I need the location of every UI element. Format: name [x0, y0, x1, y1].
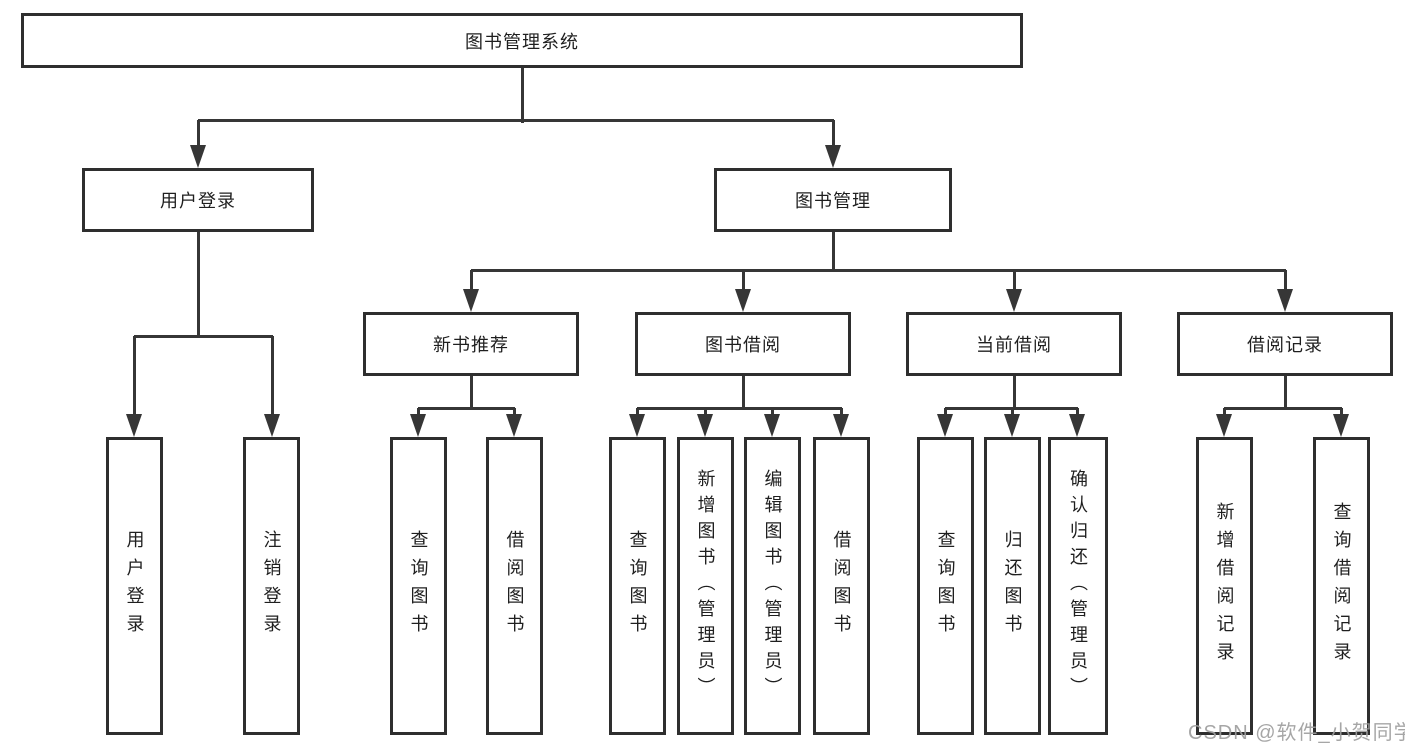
connector-line [945, 406, 1078, 410]
node-current-borrowing: 当前借阅 [906, 312, 1122, 376]
node-library-management-system: 图书管理系统 [21, 13, 1023, 68]
connector-line [198, 118, 834, 122]
leaf-label: 查询借阅记录 [1331, 502, 1352, 670]
arrow-down-icon [190, 145, 206, 168]
arrow-down-icon [735, 289, 751, 312]
leaf-query-book-current: 查询图书 [917, 437, 974, 735]
connector-line [637, 406, 842, 410]
leaf-label: 借阅图书 [504, 530, 525, 642]
arrow-down-icon [1277, 289, 1293, 312]
leaf-query-book-borrowing: 查询图书 [609, 437, 666, 735]
arrow-down-icon [1004, 414, 1020, 437]
node-book-borrowing: 图书借阅 [635, 312, 851, 376]
leaf-return-book: 归还图书 [984, 437, 1041, 735]
node-label: 用户登录 [160, 191, 236, 211]
connector-line [471, 268, 1286, 272]
leaf-label: 用户登录 [124, 530, 145, 642]
connector-line [1224, 406, 1342, 410]
connector-line [134, 334, 273, 338]
arrow-down-icon [937, 414, 953, 437]
leaf-logout: 注销登录 [243, 437, 300, 735]
arrow-down-icon [463, 289, 479, 312]
connector-line [1012, 376, 1016, 408]
arrow-down-icon [264, 414, 280, 437]
node-label: 新书推荐 [433, 335, 509, 355]
connector-line [741, 270, 745, 296]
node-label: 图书借阅 [705, 335, 781, 355]
connector-line [196, 232, 200, 336]
leaf-label: 查询图书 [627, 530, 648, 642]
arrow-down-icon [825, 145, 841, 168]
connector-line [741, 376, 745, 408]
node-label: 当前借阅 [976, 335, 1052, 355]
connector-line [270, 336, 274, 421]
node-label: 图书管理系统 [465, 31, 579, 52]
leaf-edit-book-admin: 编辑图书（管理员） [744, 437, 801, 735]
node-label: 图书管理 [795, 191, 871, 211]
arrow-down-icon [410, 414, 426, 437]
leaf-label: 查询图书 [408, 530, 429, 642]
leaf-add-borrow-record: 新增借阅记录 [1196, 437, 1253, 735]
arrow-down-icon [697, 414, 713, 437]
node-label: 借阅记录 [1247, 335, 1323, 355]
leaf-query-book-recommend: 查询图书 [390, 437, 447, 735]
leaf-label: 新增借阅记录 [1214, 502, 1235, 670]
arrow-down-icon [833, 414, 849, 437]
leaf-query-borrow-record: 查询借阅记录 [1313, 437, 1370, 735]
arrow-down-icon [629, 414, 645, 437]
arrow-down-icon [1006, 289, 1022, 312]
leaf-label: 编辑图书（管理员） [762, 469, 783, 703]
connector-line [520, 68, 524, 123]
arrow-down-icon [1216, 414, 1232, 437]
arrow-down-icon [126, 414, 142, 437]
connector-line [831, 232, 835, 270]
arrow-down-icon [1069, 414, 1085, 437]
connector-line [1283, 376, 1287, 408]
connector-line [418, 406, 515, 410]
connector-line [1283, 270, 1287, 296]
arrow-down-icon [1333, 414, 1349, 437]
connector-line [831, 120, 835, 152]
leaf-label: 借阅图书 [831, 530, 852, 642]
connector-line [196, 120, 200, 152]
leaf-add-book-admin: 新增图书（管理员） [677, 437, 734, 735]
arrow-down-icon [506, 414, 522, 437]
connector-line [132, 336, 136, 421]
leaf-confirm-return-admin: 确认归还（管理员） [1048, 437, 1108, 735]
connector-line [469, 376, 473, 408]
csdn-watermark: CSDN @软件_小贺同学 [1188, 722, 1405, 744]
node-book-management: 图书管理 [714, 168, 952, 232]
leaf-label: 确认归还（管理员） [1068, 469, 1088, 703]
connector-line [469, 270, 473, 296]
connector-line [1012, 270, 1016, 296]
node-user-login: 用户登录 [82, 168, 314, 232]
leaf-label: 注销登录 [261, 530, 282, 642]
leaf-label: 归还图书 [1002, 530, 1023, 642]
arrow-down-icon [764, 414, 780, 437]
leaf-borrow-book-recommend: 借阅图书 [486, 437, 543, 735]
leaf-borrow-book: 借阅图书 [813, 437, 870, 735]
node-borrowing-records: 借阅记录 [1177, 312, 1393, 376]
node-new-book-recommend: 新书推荐 [363, 312, 579, 376]
leaf-label: 新增图书（管理员） [695, 469, 716, 703]
leaf-user-login: 用户登录 [106, 437, 163, 735]
leaf-label: 查询图书 [935, 530, 956, 642]
